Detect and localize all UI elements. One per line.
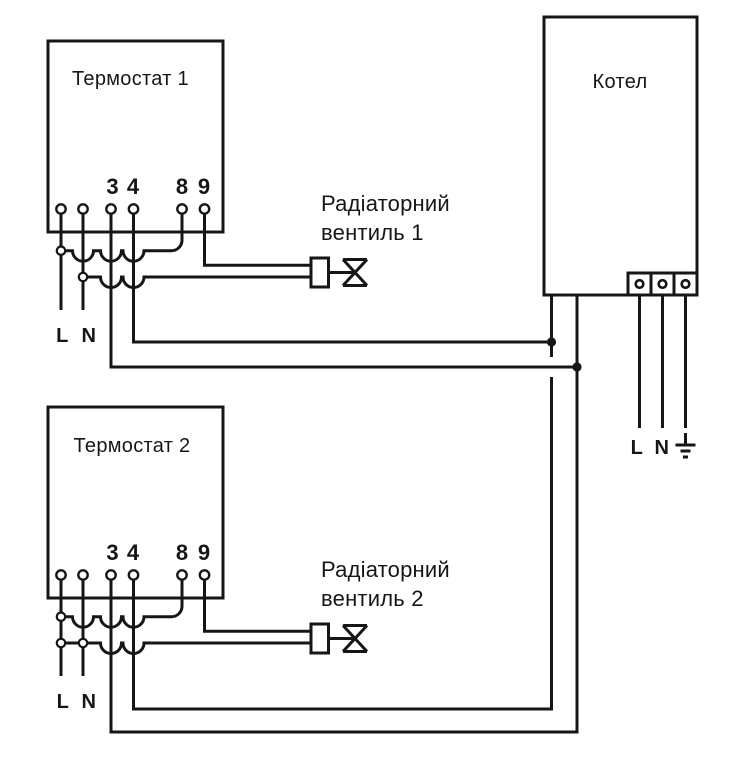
boiler-line-label: L xyxy=(630,436,644,459)
t2-jumper-n-to-valve xyxy=(65,641,311,655)
boiler-title: Котел xyxy=(592,71,648,93)
earth-ground-icon xyxy=(675,433,696,459)
valve2-label: Радіаторний вентиль 2 xyxy=(321,555,450,613)
t1-terminal-circle-8 xyxy=(176,203,188,215)
t1-terminal-label-8: 8 xyxy=(175,173,189,199)
t1-terminal-label-3: 3 xyxy=(106,173,119,199)
t2-terminal-circle xyxy=(77,569,89,581)
t2-junction-ring-l xyxy=(55,611,67,622)
boiler-box xyxy=(542,15,699,297)
junction-dot-terminal3-bus xyxy=(572,362,582,372)
t1-junction-ring-n xyxy=(77,271,89,283)
thermostat1-box xyxy=(46,39,225,234)
t2-terminal-circle-9 xyxy=(198,569,211,581)
t2-neutral-label: N xyxy=(81,691,97,713)
t1-terminal-circle-9 xyxy=(198,203,211,215)
boiler-unit xyxy=(542,15,699,459)
t1-terminal-label-9: 9 xyxy=(197,173,211,199)
t2-terminal-label-8: 8 xyxy=(175,539,189,565)
t2-terminal-label-9: 9 xyxy=(197,539,211,565)
t2-junction-ring-l2 xyxy=(55,637,67,649)
thermostat1-title: Термостат 1 xyxy=(72,68,189,90)
t2-wire-terminal3-to-boiler xyxy=(109,295,579,734)
t2-wire-terminal9-to-valve xyxy=(203,579,311,633)
t1-wire-terminal9-to-valve xyxy=(203,213,311,267)
junction-dot-terminal4-bus xyxy=(546,337,557,347)
valve1-label-line1: Радіаторний xyxy=(321,191,450,216)
radiator-valve1-symbol xyxy=(309,256,369,289)
t2-terminal-circle-3 xyxy=(105,569,117,581)
thermostat1-unit xyxy=(46,39,577,369)
valve2-actuator-box xyxy=(309,622,330,655)
boiler-terminal-screw-n xyxy=(657,278,668,290)
t1-terminal-circle xyxy=(55,203,67,215)
t2-terminal-label-3: 3 xyxy=(106,539,119,565)
thermostat2-box xyxy=(46,405,225,600)
t1-wire-terminal3-to-boiler xyxy=(109,213,577,369)
t2-line-label: L xyxy=(56,691,70,713)
t1-wire-terminal4-to-boiler xyxy=(132,213,552,344)
valve2-label-line2: вентиль 2 xyxy=(321,586,424,611)
t1-line-label: L xyxy=(56,325,69,347)
t2-jumper-l-to-terminal8 xyxy=(65,579,184,629)
boiler-neutral-label: N xyxy=(654,436,670,459)
valve2-label-line1: Радіаторний xyxy=(321,557,450,582)
t1-terminal-label-4: 4 xyxy=(126,173,140,199)
t1-jumper-n-to-valve xyxy=(87,275,311,289)
valve1-label: Радіаторний вентиль 1 xyxy=(321,189,450,247)
t1-terminal-circle-4 xyxy=(127,203,140,215)
t1-junction-ring-l xyxy=(55,245,67,256)
t2-terminal-circle-4 xyxy=(127,569,140,581)
boiler-terminal-screw-l xyxy=(634,278,645,290)
t1-jumper-l-to-terminal8 xyxy=(65,213,184,263)
boiler-terminal-screw-earth xyxy=(680,278,691,290)
valve1-actuator-box xyxy=(309,256,330,289)
t2-terminal-label-4: 4 xyxy=(126,539,140,565)
valve2-bowtie-icon xyxy=(341,624,369,653)
t1-terminal-circle xyxy=(77,203,89,215)
t1-terminal-circle-3 xyxy=(105,203,117,215)
radiator-valve2-symbol xyxy=(309,622,369,655)
valve1-label-line2: вентиль 1 xyxy=(321,220,424,245)
valve1-bowtie-icon xyxy=(341,258,369,287)
t2-junction-ring-n xyxy=(77,637,89,649)
t2-terminal-circle xyxy=(55,569,67,581)
thermostat2-unit xyxy=(46,295,579,734)
thermostat2-title: Термостат 2 xyxy=(73,435,191,457)
t2-terminal-circle-8 xyxy=(176,569,188,581)
t2-wire-terminal4-to-boiler xyxy=(132,377,553,711)
t1-neutral-label: N xyxy=(81,325,97,347)
